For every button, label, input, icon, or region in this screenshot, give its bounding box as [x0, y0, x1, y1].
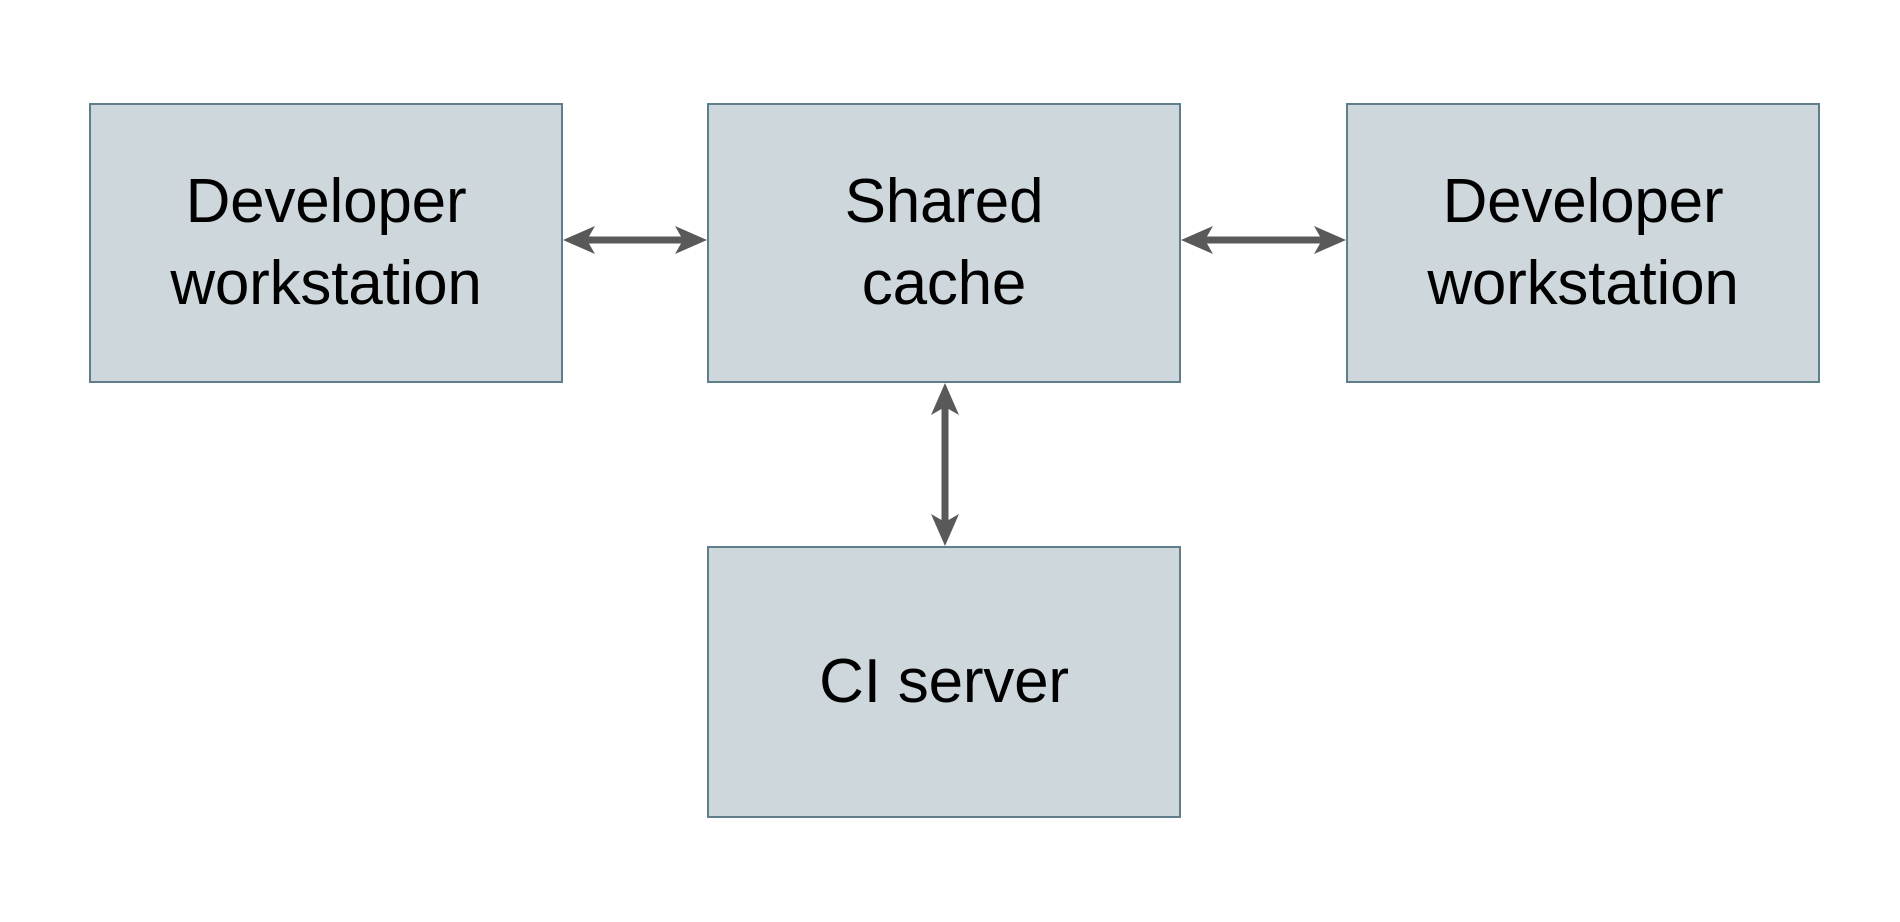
node-label-developer-workstation-right: Developer workstation	[1427, 167, 1739, 318]
node-developer-workstation-left[interactable]: Developer workstation	[89, 103, 563, 383]
node-label-developer-workstation-left: Developer workstation	[170, 167, 482, 318]
connector-shared-cache-to-ci-server	[931, 383, 959, 546]
connector-dev-left-to-shared-cache	[563, 226, 707, 254]
arrowhead-down-icon	[931, 514, 959, 546]
arrowhead-left-icon	[1181, 226, 1213, 254]
node-label-ci-server: CI server	[819, 647, 1069, 717]
node-shared-cache[interactable]: Shared cache	[707, 103, 1181, 383]
connector-shared-cache-to-dev-right	[1181, 226, 1346, 254]
arrowhead-up-icon	[931, 383, 959, 415]
node-label-shared-cache: Shared cache	[844, 167, 1044, 318]
node-ci-server[interactable]: CI server	[707, 546, 1181, 818]
node-developer-workstation-right[interactable]: Developer workstation	[1346, 103, 1820, 383]
arrowhead-left-icon	[563, 226, 595, 254]
arrowhead-right-icon	[675, 226, 707, 254]
arrowhead-right-icon	[1314, 226, 1346, 254]
